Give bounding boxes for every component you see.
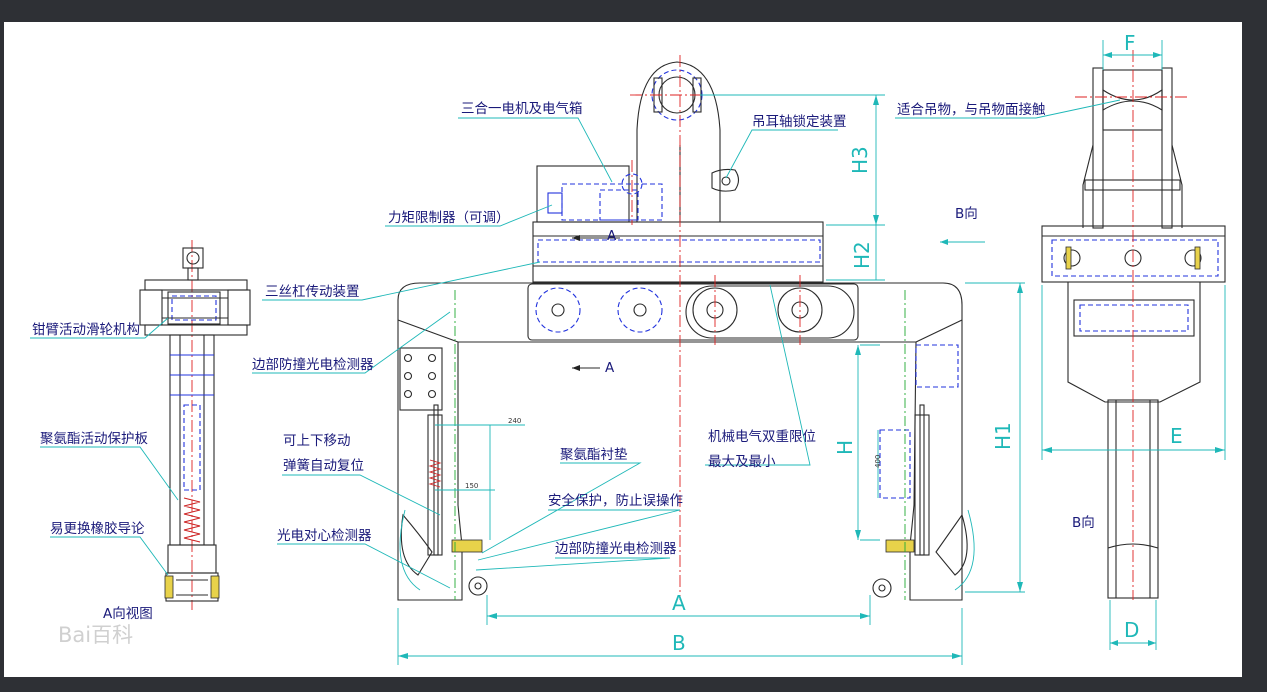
label-lug-lock: 吊耳轴锁定装置 — [752, 114, 847, 130]
label-fit-load: 适合吊物，与吊物面接触 — [897, 101, 1046, 118]
label-lead-screw: 三丝杠传动装置 — [265, 284, 360, 300]
leader-lines — [30, 99, 1121, 589]
label-a-view: A向视图 — [103, 606, 153, 622]
label-b-view-top: B向 — [955, 206, 978, 222]
watermark: Bai百科 — [58, 623, 133, 647]
dim-h: H — [833, 440, 857, 455]
label-side-sensor-bottom: 边部防撞光电检测器 — [555, 541, 677, 557]
dim-150: 150 — [465, 482, 478, 490]
label-limit-2: 最大及最小 — [708, 454, 776, 470]
dim-f: F — [1124, 31, 1136, 55]
label-pu-seal: 聚氨酯衬垫 — [560, 447, 628, 463]
dimension-labels: A B H H1 H2 H3 F E D 240 150 400 — [465, 31, 1183, 655]
dim-d: D — [1124, 618, 1139, 642]
dim-b: B — [672, 631, 686, 655]
dim-a: A — [672, 591, 686, 615]
label-torque-limiter: 力矩限制器（可调） — [388, 210, 510, 226]
label-motor-box: 三合一电机及电气箱 — [461, 101, 583, 117]
label-center-sensor: 光电对心检测器 — [277, 528, 372, 544]
engineering-drawing: 三合一电机及电气箱 吊耳轴锁定装置 力矩限制器（可调） B向 三丝杠传动装置 钳… — [30, 31, 1226, 665]
dim-e: E — [1170, 424, 1183, 448]
label-spring-move-2: 弹簧自动复位 — [283, 457, 364, 474]
dim-h2: H2 — [850, 241, 874, 269]
label-arm-pulley: 钳臂活动滑轮机构 — [32, 322, 140, 338]
label-spring-move-1: 可上下移动 — [283, 433, 351, 449]
main-front-view — [397, 55, 1025, 665]
label-pu-guard: 聚氨酯活动保护板 — [40, 431, 148, 447]
left-a-view — [139, 240, 251, 610]
drawing-sheet: 三合一电机及电气箱 吊耳轴锁定装置 力矩限制器（可调） B向 三丝杠传动装置 钳… — [4, 22, 1242, 677]
label-section-a-mid: A — [605, 360, 615, 376]
right-side-view — [1041, 40, 1226, 650]
dim-400: 400 — [874, 455, 882, 468]
label-section-a-top: A — [607, 228, 617, 244]
bottom-bar — [0, 677, 1267, 692]
label-safety: 安全保护，防止误操作 — [548, 492, 683, 509]
dim-240: 240 — [508, 417, 521, 425]
label-b-view-side: B向 — [1072, 515, 1095, 531]
annotation-labels: 三合一电机及电气箱 吊耳轴锁定装置 力矩限制器（可调） B向 三丝杠传动装置 钳… — [32, 101, 1095, 622]
label-side-sensor-top: 边部防撞光电检测器 — [252, 357, 374, 373]
label-limit-1: 机械电气双重限位 — [708, 429, 816, 445]
dim-h3: H3 — [848, 146, 872, 174]
label-rubber-roller: 易更换橡胶导论 — [50, 520, 145, 537]
dim-h1: H1 — [991, 422, 1015, 450]
